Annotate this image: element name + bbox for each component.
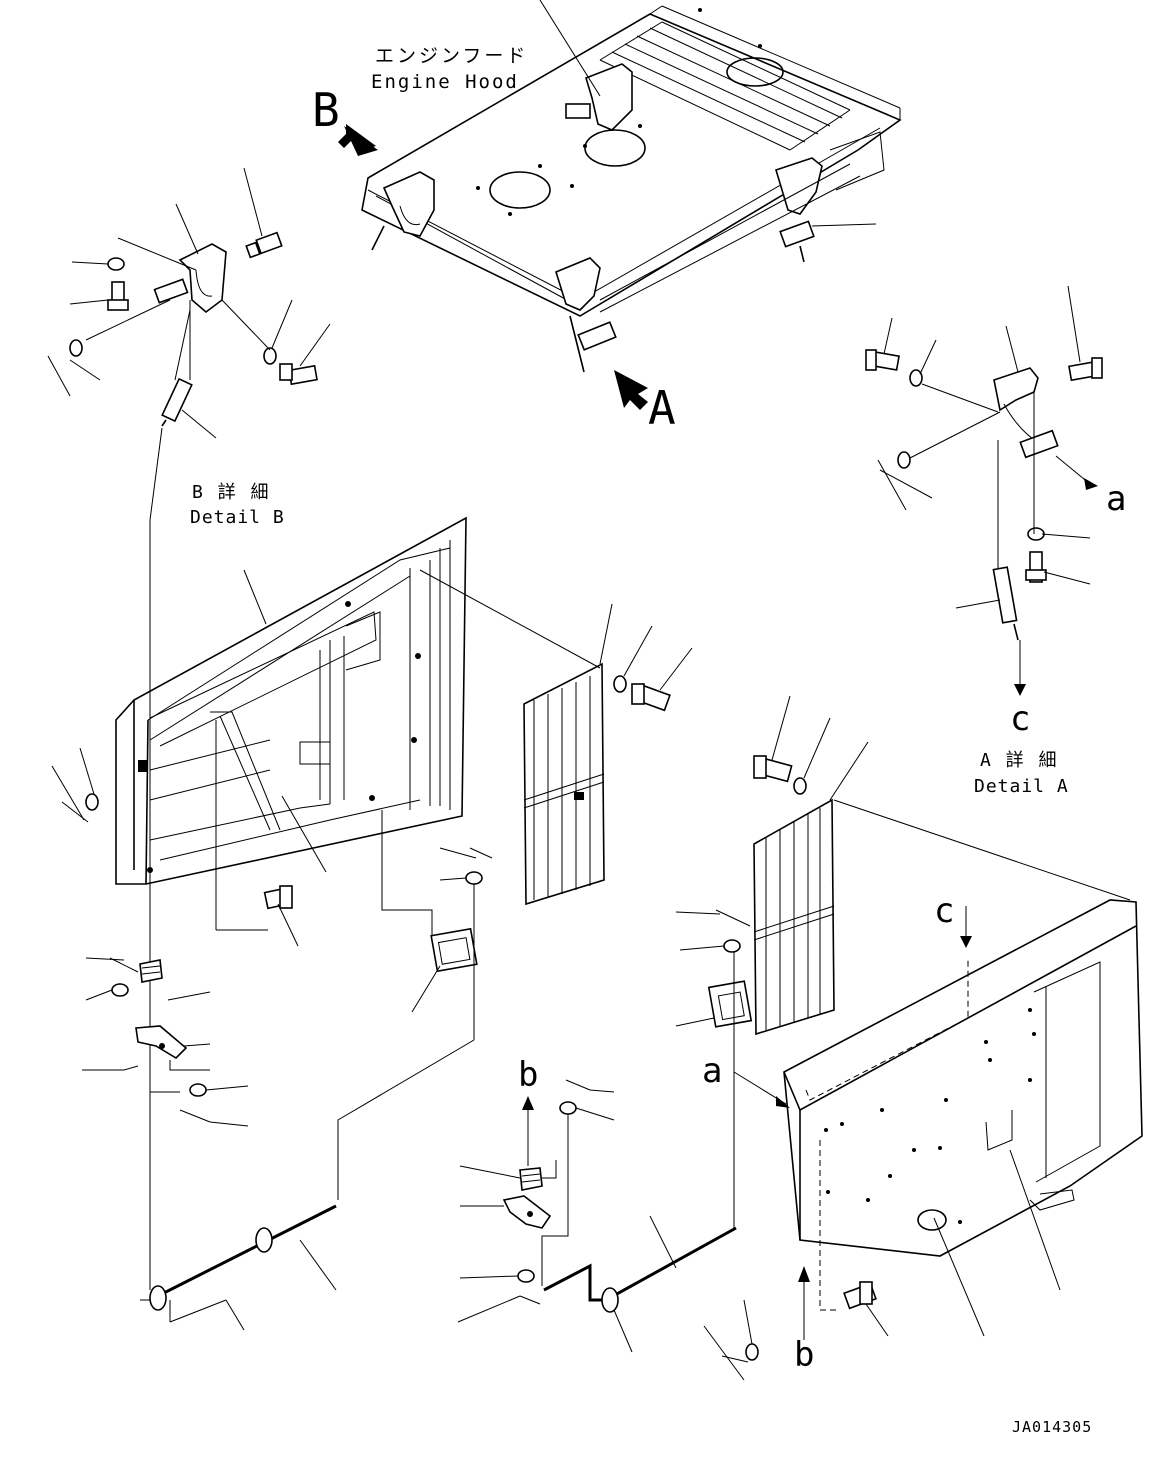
left-lock-assembly bbox=[111, 959, 210, 1097]
washer bbox=[897, 451, 911, 469]
bolt bbox=[107, 281, 129, 311]
right-grille-panel bbox=[753, 798, 835, 1036]
bolt bbox=[631, 683, 671, 712]
view-arrow-a bbox=[614, 370, 648, 410]
detail-b-assembly bbox=[47, 167, 331, 521]
washer bbox=[1027, 527, 1045, 541]
bolt bbox=[1025, 551, 1047, 583]
view-arrow-b bbox=[338, 124, 378, 156]
ref-b-lower: b bbox=[794, 1335, 814, 1375]
hood-hinge-left bbox=[371, 171, 435, 251]
left-rod bbox=[140, 1204, 337, 1311]
washer bbox=[111, 983, 129, 997]
washer bbox=[69, 339, 83, 357]
washer bbox=[793, 777, 807, 795]
bolt bbox=[843, 1281, 877, 1310]
gas-spring bbox=[992, 566, 1019, 641]
hood-hinge-right bbox=[775, 157, 823, 263]
detail-b-label-en: Detail B bbox=[190, 507, 285, 528]
washer bbox=[85, 793, 99, 811]
bolt bbox=[245, 231, 283, 259]
hood-hinge-top bbox=[565, 63, 633, 131]
detail-a-assembly bbox=[865, 285, 1103, 696]
bolt bbox=[865, 349, 900, 371]
right-latch bbox=[707, 980, 753, 1028]
ref-a-door: a bbox=[702, 1051, 722, 1091]
washer bbox=[723, 939, 741, 953]
washer bbox=[909, 369, 923, 387]
washer bbox=[517, 1269, 535, 1283]
bolt bbox=[1068, 357, 1103, 382]
right-side-door bbox=[783, 899, 1143, 1311]
title-en: Engine Hood bbox=[371, 71, 519, 93]
hood-leader-lines bbox=[539, 0, 877, 227]
engine-hood-top-view bbox=[361, 5, 902, 373]
washer bbox=[465, 871, 483, 885]
center-rod bbox=[543, 1226, 737, 1313]
hood-hole-top bbox=[726, 57, 784, 87]
title-jp: エンジンフード bbox=[375, 45, 528, 67]
washer bbox=[613, 675, 627, 693]
bolt bbox=[263, 885, 293, 910]
hood-hole-large bbox=[489, 171, 551, 209]
left-latch bbox=[381, 810, 478, 973]
view-letter-a: A bbox=[648, 381, 676, 435]
hood-hole-right bbox=[584, 129, 646, 167]
left-grille-panel bbox=[523, 662, 605, 906]
left-door-leaders bbox=[149, 520, 601, 1290]
hood-hinge-front bbox=[555, 257, 617, 373]
door-hole bbox=[917, 1209, 947, 1231]
ref-b-upper: b bbox=[518, 1055, 538, 1095]
ref-c-door: c bbox=[934, 891, 954, 931]
drawing-number: JA014305 bbox=[1012, 1418, 1092, 1436]
detail-a-label-jp: A 詳 細 bbox=[980, 750, 1059, 771]
washer bbox=[189, 1083, 207, 1097]
hood-grille bbox=[599, 21, 851, 151]
detail-a-label-en: Detail A bbox=[974, 776, 1069, 797]
bolt bbox=[753, 755, 793, 783]
washer bbox=[745, 1343, 759, 1361]
bolt bbox=[279, 363, 318, 386]
ref-a-detail: a bbox=[1106, 479, 1126, 519]
left-side-door bbox=[115, 516, 467, 885]
center-lock-assembly bbox=[502, 1101, 577, 1286]
washer bbox=[559, 1101, 577, 1115]
gas-spring bbox=[161, 377, 193, 427]
washer bbox=[107, 257, 125, 271]
ref-c-detail: c bbox=[1010, 699, 1030, 739]
view-letter-b: B bbox=[312, 83, 340, 137]
detail-b-label-jp: B 詳 細 bbox=[192, 482, 271, 503]
washer bbox=[263, 347, 277, 365]
